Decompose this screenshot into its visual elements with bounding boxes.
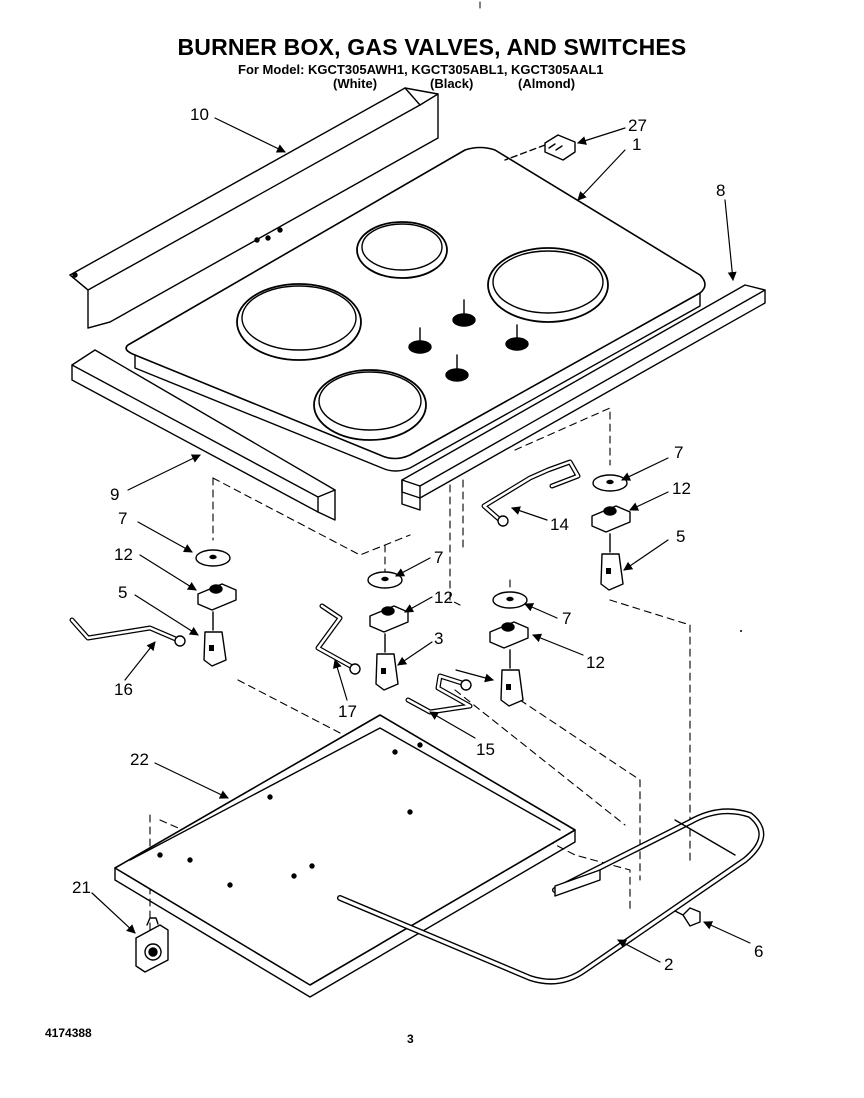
callout-label: 27 [628, 116, 647, 135]
valve-stem-holes [408, 299, 529, 382]
callout-label: 2 [664, 955, 673, 974]
cooktop-panel [125, 146, 706, 472]
callout-label: 10 [190, 105, 209, 124]
rear-trim-strip [69, 87, 439, 329]
callout-label: 6 [754, 942, 763, 961]
switches [197, 505, 631, 649]
callout-label: 7 [434, 548, 443, 567]
callout-label: 7 [562, 609, 571, 628]
fitting [674, 907, 701, 927]
callout-label: 15 [476, 740, 495, 759]
burner-box-tray [114, 714, 576, 998]
callout-label: 1 [632, 135, 641, 154]
callout-label: 7 [674, 443, 683, 462]
callout-label: 12 [434, 588, 453, 607]
callout-label: 21 [72, 878, 91, 897]
callout-label: 12 [672, 479, 691, 498]
right-side-trim [401, 284, 766, 511]
model-line: For Model: KGCT305AWH1, KGCT305ABL1, KGC… [238, 62, 604, 77]
bracket [504, 134, 576, 161]
callout-label: 17 [338, 702, 357, 721]
gas-valves [203, 533, 624, 707]
callout-label: 12 [586, 653, 605, 672]
burner-openings [236, 221, 609, 441]
callout-label: 9 [110, 485, 119, 504]
callout-label: 12 [114, 545, 133, 564]
callout-arrows [91, 117, 751, 963]
page-title: BURNER BOX, GAS VALVES, AND SWITCHES [177, 34, 687, 60]
page-number: 3 [407, 1032, 414, 1046]
document-number: 4174388 [45, 1026, 92, 1040]
variant-almond: (Almond) [518, 76, 576, 91]
washers [195, 474, 628, 609]
manifold-pipe [337, 808, 765, 985]
callout-label: 8 [716, 181, 725, 200]
callout-label: 5 [118, 583, 127, 602]
callout-label: 14 [550, 515, 569, 534]
callout-label: 16 [114, 680, 133, 699]
callout-label: 22 [130, 750, 149, 769]
pressure-regulator [135, 917, 169, 973]
variant-white: (White) [333, 76, 378, 91]
left-side-trim [71, 349, 336, 521]
callout-label: 3 [434, 629, 443, 648]
callout-label: 7 [118, 509, 127, 528]
gas-tubes [69, 459, 581, 715]
callout-label: 5 [676, 527, 685, 546]
callout-labels: 10 27 1 8 9 7 14 12 5 7 12 5 7 12 3 7 12… [72, 105, 763, 974]
variant-black: (Black) [430, 76, 474, 91]
